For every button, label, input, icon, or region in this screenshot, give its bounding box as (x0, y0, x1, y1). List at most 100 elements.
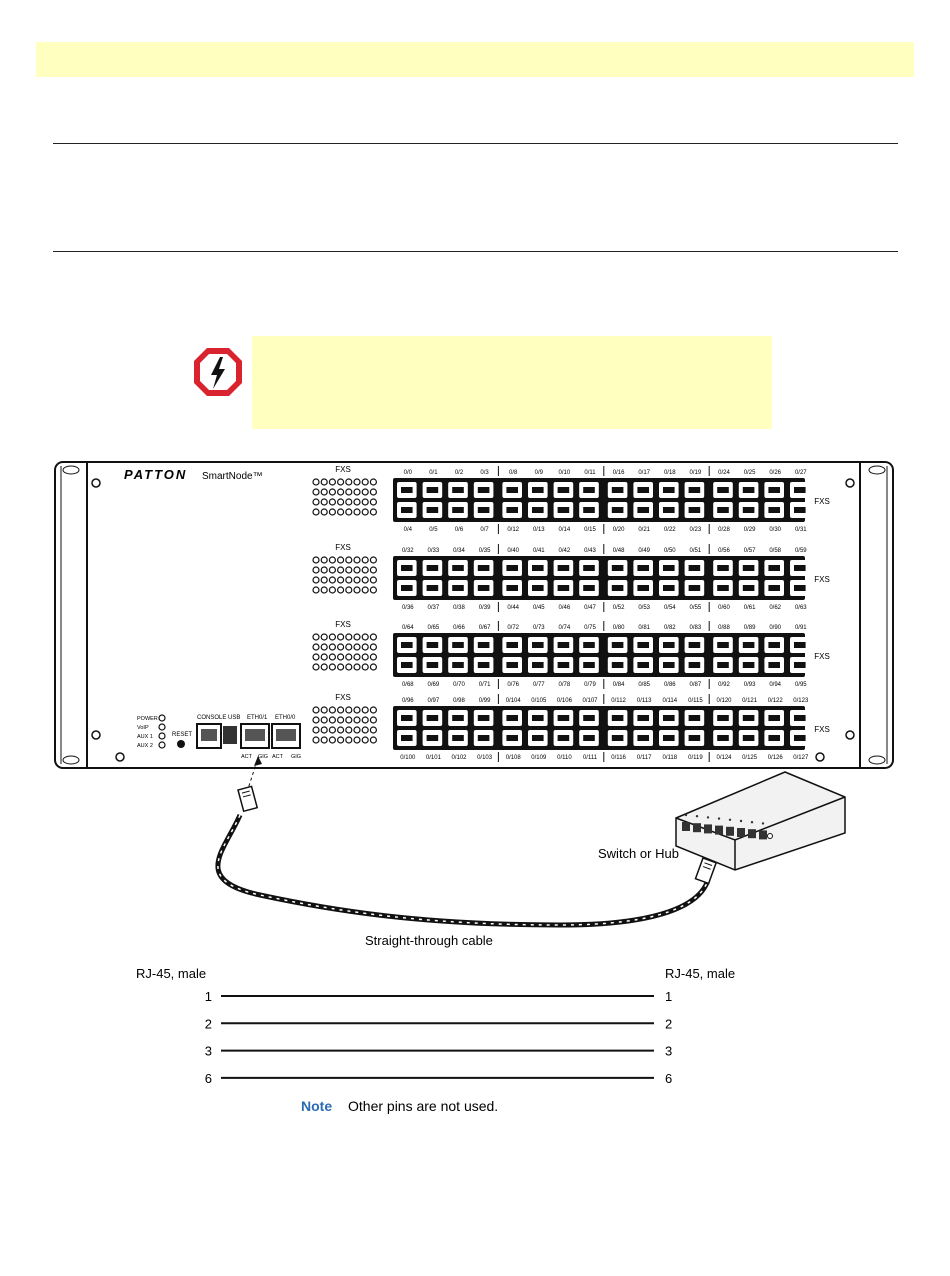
fxs-led (369, 726, 377, 734)
rj45-plug-device-end (237, 785, 259, 813)
port-label: 0/90 (769, 625, 781, 631)
reset-label: RESET (172, 732, 192, 738)
port-latch (663, 662, 675, 668)
fxs-led (328, 736, 336, 744)
port-latch (506, 642, 518, 648)
eth1-port[interactable] (240, 723, 270, 749)
fxs-led (369, 556, 377, 564)
fxs-led (361, 488, 369, 496)
fxs-led (369, 576, 377, 584)
port-label: 0/59 (795, 548, 807, 554)
fxs-led (312, 488, 320, 496)
fxs-led (361, 706, 369, 714)
fxs-led (345, 566, 353, 574)
port-label: 0/13 (533, 527, 545, 533)
port-latch (557, 585, 570, 591)
port-status-label: ACT (241, 754, 253, 760)
port-latch (794, 642, 806, 648)
port-label: 0/88 (718, 625, 730, 631)
fxs-led (337, 556, 345, 564)
fxs-led (353, 556, 361, 564)
eth0-port[interactable] (271, 723, 301, 749)
port-label: 0/19 (690, 470, 702, 476)
port-label: 0/45 (533, 605, 545, 611)
port-label: 0/9 (535, 470, 544, 476)
port-label: 0/95 (795, 682, 807, 688)
port-latch (452, 487, 464, 493)
fxs-led (353, 488, 361, 496)
network-switch (675, 771, 846, 871)
status-led (158, 732, 166, 740)
port-latch (401, 715, 413, 721)
port-label: 0/10 (559, 470, 571, 476)
port-latch (794, 662, 806, 668)
port-label: 0/84 (613, 682, 625, 688)
fxs-led (353, 586, 361, 594)
model-name: SmartNode™ (202, 471, 263, 482)
port-latch (794, 565, 806, 571)
fxs-led (328, 488, 336, 496)
fxs-led (320, 726, 328, 734)
port-label: 0/37 (428, 605, 440, 611)
port-latch (452, 662, 464, 668)
fxs-led (337, 726, 345, 734)
port-latch (717, 487, 729, 493)
port-label: 0/21 (638, 527, 650, 533)
port-label: 0/111 (583, 755, 598, 761)
port-label: 0/46 (559, 605, 571, 611)
eth1-label: ETH0/1 (247, 715, 268, 721)
port-latch (452, 735, 464, 741)
port-latch (768, 507, 780, 513)
port-latch (452, 715, 464, 721)
port-latch (401, 565, 413, 571)
port-latch (532, 507, 544, 513)
port-latch (768, 487, 780, 493)
fxs-led (345, 488, 353, 496)
port-label: 0/124 (716, 755, 732, 761)
fxs-led (353, 566, 361, 574)
switch-port-led (761, 822, 765, 825)
port-label: 0/34 (453, 548, 465, 554)
port-label: 0/69 (428, 682, 440, 688)
fxs-led (345, 726, 353, 734)
fxs-led (337, 633, 345, 641)
port-label: 0/87 (690, 682, 702, 688)
fxs-led (337, 653, 345, 661)
fxs-led (320, 643, 328, 651)
port-latch (557, 507, 570, 513)
fxs-led (312, 498, 320, 506)
port-latch (611, 662, 624, 668)
port-label: 0/36 (402, 605, 414, 611)
fxs-led (353, 663, 361, 671)
usb-port[interactable] (223, 726, 237, 744)
port-label: 0/48 (613, 548, 625, 554)
port-latch (532, 585, 544, 591)
fxs-led (353, 498, 361, 506)
section-rule-top (53, 143, 898, 144)
fxs-led (337, 586, 345, 594)
port-label: 0/44 (507, 605, 519, 611)
port-label: 0/100 (400, 755, 416, 761)
port-label: 0/73 (533, 625, 545, 631)
port-label: 0/108 (506, 755, 522, 761)
port-status-label: GIG (291, 754, 301, 760)
port-label: 0/101 (426, 755, 442, 761)
port-latch (426, 487, 439, 493)
fxs-led (369, 498, 377, 506)
port-latch (557, 662, 570, 668)
fxs-led (369, 633, 377, 641)
reset-button[interactable] (177, 740, 185, 748)
port-latch (557, 642, 570, 648)
port-latch (637, 735, 649, 741)
fxs-led (337, 498, 345, 506)
fxs-led (312, 633, 320, 641)
port-label: 0/42 (559, 548, 571, 554)
port-label: 0/43 (584, 548, 596, 554)
port-latch (717, 642, 729, 648)
port-label: 0/121 (742, 698, 758, 704)
switch-port (704, 824, 712, 834)
port-latch (688, 735, 701, 741)
console-port[interactable] (196, 723, 222, 749)
port-latch (742, 507, 755, 513)
